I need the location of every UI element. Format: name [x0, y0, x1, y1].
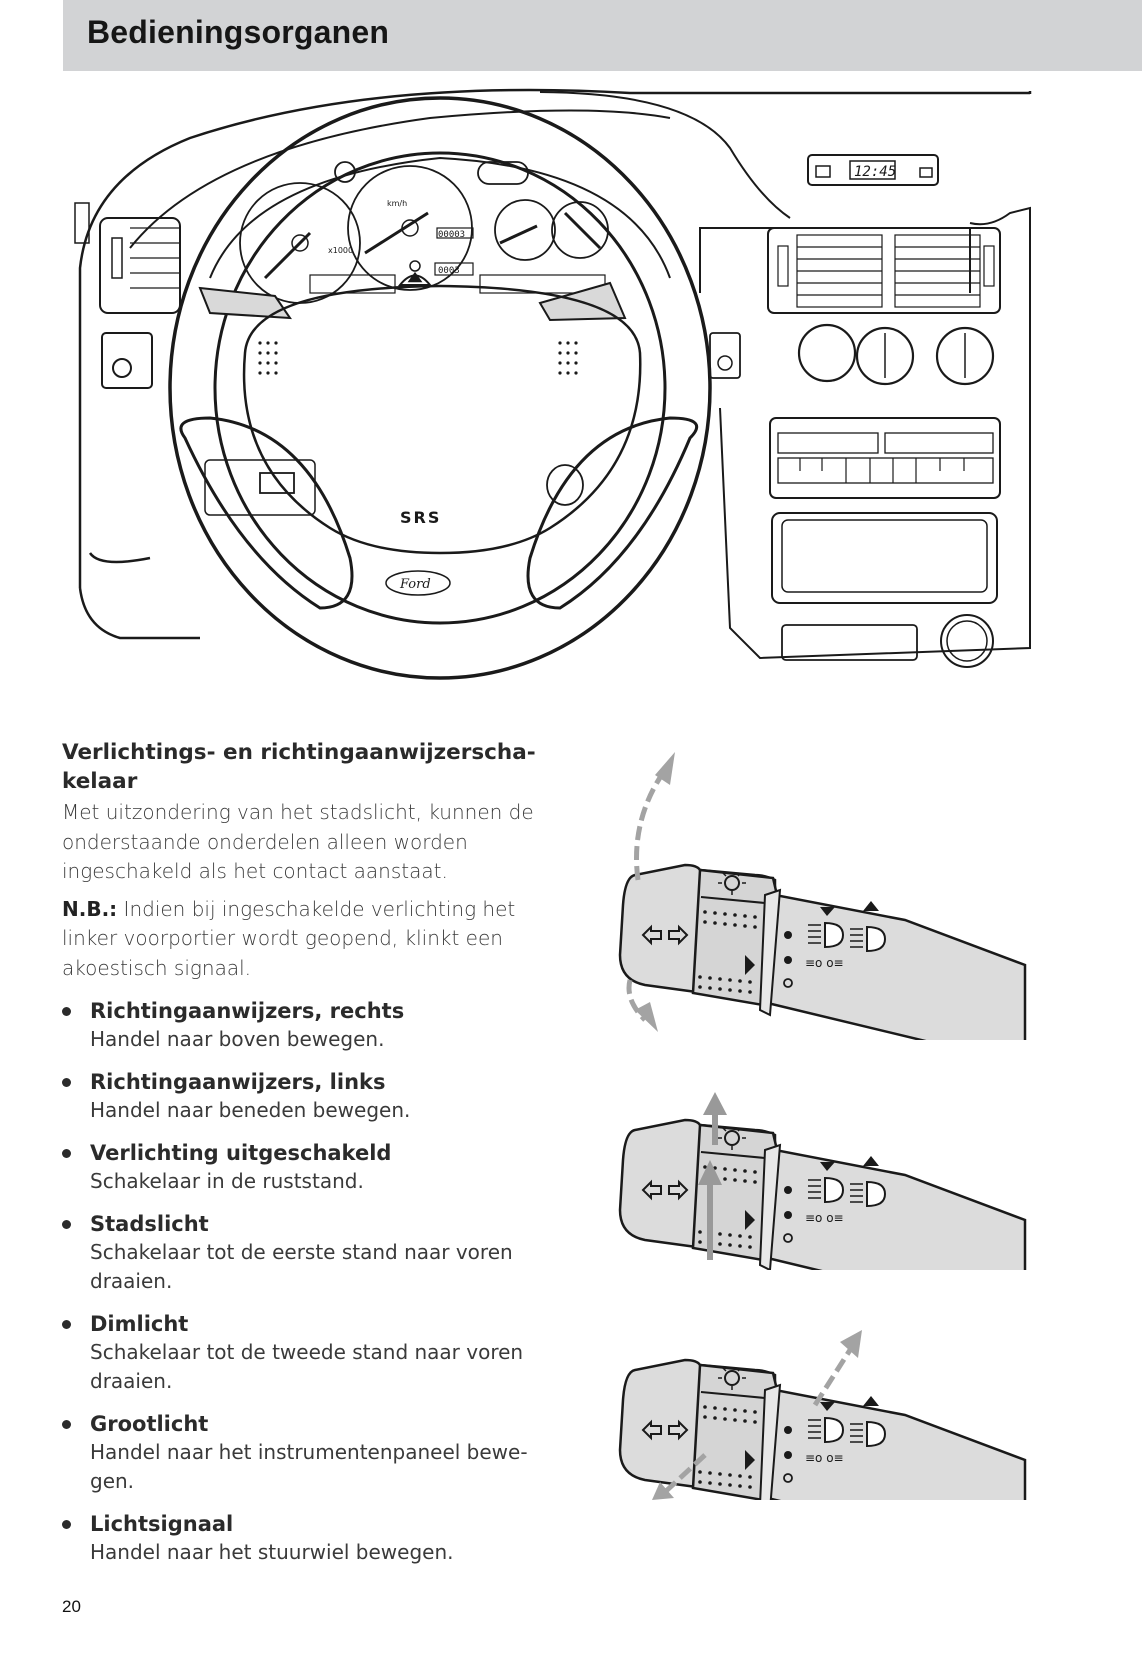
- fan-dial: [935, 326, 995, 386]
- ignition-lock: [546, 464, 584, 506]
- clock-display: [807, 154, 939, 186]
- odometer: 00003: [438, 230, 465, 240]
- ford-logo-text: Ford: [399, 577, 431, 592]
- header-band: [63, 0, 1142, 71]
- fuel-gauge: [494, 199, 556, 261]
- item-desc: Schakelaar in de ruststand.: [90, 1169, 364, 1193]
- item-desc: Handel naar het instrumentenpaneel bewe-…: [90, 1440, 528, 1493]
- rpm-unit: x1000: [328, 246, 353, 255]
- bullet-icon: [62, 1007, 71, 1016]
- item-title: Verlichting uitgeschakeld: [90, 1141, 392, 1165]
- item-desc: Schakelaar tot de tweede stand naar vore…: [90, 1340, 524, 1393]
- temp-gauge: [551, 201, 609, 259]
- bullet-icon: [62, 1420, 71, 1429]
- bullet-icon: [62, 1149, 71, 1158]
- item-title: Richtingaanwijzers, rechts: [90, 999, 405, 1023]
- note-paragraph: N.B.: Indien bij ingeschakelde verlichti…: [62, 895, 562, 984]
- radio: [769, 417, 1001, 499]
- item-desc: Handel naar beneden bewegen.: [90, 1098, 411, 1122]
- instrument-cluster: [209, 156, 671, 279]
- airbag-hub: [242, 284, 642, 555]
- srs-label: SRS: [400, 508, 441, 527]
- left-vent: [99, 217, 181, 314]
- temp-dial: [855, 326, 915, 386]
- text-column: Verlichtings- en richtingaanwijzerscha- …: [62, 738, 562, 1581]
- arrow-up-icon: [634, 768, 668, 881]
- page-title: Bedieningsorganen: [87, 14, 390, 50]
- item-desc: Handel naar het stuurwiel bewegen.: [90, 1540, 454, 1564]
- air-dial: [797, 323, 857, 383]
- bullet-icon: [62, 1520, 71, 1529]
- bullet-icon: [62, 1078, 71, 1087]
- section-title-line1: Verlichtings- en richtingaanwijzerscha-: [62, 740, 536, 765]
- item-title: Stadslicht: [90, 1212, 209, 1236]
- item-desc: Schakelaar tot de eerste stand naar vore…: [90, 1240, 513, 1293]
- clock-time: 12:45: [854, 164, 896, 180]
- page-number: 20: [62, 1597, 81, 1616]
- item-desc: Handel naar boven bewegen.: [90, 1027, 385, 1051]
- stalk-figure-light-switch: [618, 1092, 1027, 1270]
- steering-wheel: [168, 96, 712, 680]
- bullet-icon: [62, 1320, 71, 1329]
- ford-logo: [385, 570, 451, 596]
- item-title: Dimlicht: [90, 1312, 189, 1336]
- dashboard-outline: [78, 88, 1030, 588]
- item-title: Richtingaanwijzers, links: [90, 1070, 386, 1094]
- section-title: Verlichtings- en richtingaanwijzerscha- …: [62, 738, 562, 796]
- item-title: Lichtsignaal: [90, 1512, 234, 1536]
- center-vents: [767, 227, 1001, 314]
- item-title: Grootlicht: [90, 1412, 209, 1436]
- storage-tray: [771, 512, 998, 604]
- stalk-figure-indicator: [618, 752, 1027, 1040]
- trip-meter: 0003: [438, 266, 460, 276]
- dashboard-illustration: 00003 0003 km/h x1000 SRS Ford 12:45: [74, 88, 1032, 680]
- arrow-forward-icon: [812, 1348, 853, 1407]
- cigarette-lighter: [940, 614, 994, 668]
- speed-unit: km/h: [387, 199, 407, 208]
- arrow-back-icon: [663, 1453, 707, 1494]
- bullet-icon: [62, 1220, 71, 1229]
- arrow-down-icon: [626, 979, 647, 1022]
- stalk-figure-high-beam: [618, 1330, 1027, 1500]
- note-label: N.B.:: [62, 896, 118, 921]
- intro-paragraph: Met uitzondering van het stadslicht, kun…: [62, 800, 534, 883]
- section-title-line2: kelaar: [62, 769, 138, 794]
- note-text: Indien bij ingeschakelde verlichting het…: [62, 896, 516, 980]
- left-stalk: [198, 286, 292, 320]
